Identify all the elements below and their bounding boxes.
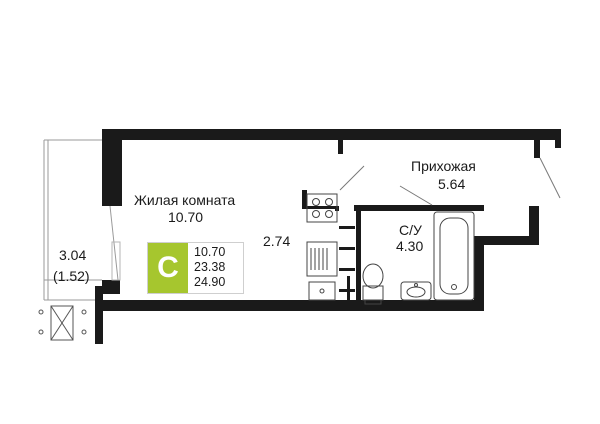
living-room-area: 10.70 <box>168 209 204 225</box>
hall-name: Прихожая <box>411 158 476 174</box>
apartment-type-letter: C <box>148 243 188 293</box>
total-area-value: 23.38 <box>194 260 226 274</box>
stove-icon <box>306 193 338 223</box>
total-area-with-balcony-value: 24.90 <box>194 275 226 289</box>
bathroom-name: С/У <box>399 222 422 238</box>
bathroom-area: 4.30 <box>396 238 424 254</box>
area-summary-list: 10.70 23.38 24.90 <box>194 245 242 290</box>
walls <box>95 129 561 344</box>
balcony-area-reduced: (1.52) <box>53 268 90 284</box>
bathtub-icon <box>433 211 475 301</box>
washbasin-icon <box>400 281 432 301</box>
kitchen-area: 2.74 <box>263 233 291 249</box>
door-swings <box>339 157 561 206</box>
balcony-area: 3.04 <box>59 247 87 263</box>
living-area-value: 10.70 <box>194 245 226 259</box>
hall-area: 5.64 <box>438 176 466 192</box>
sink-icon <box>306 241 338 301</box>
area-summary-badge: C 10.70 23.38 24.90 <box>147 242 244 294</box>
ac-unit-icon <box>38 305 87 341</box>
balcony-outline <box>43 139 121 301</box>
toilet-icon <box>362 263 384 305</box>
living-room-name: Жилая комната <box>134 192 236 208</box>
